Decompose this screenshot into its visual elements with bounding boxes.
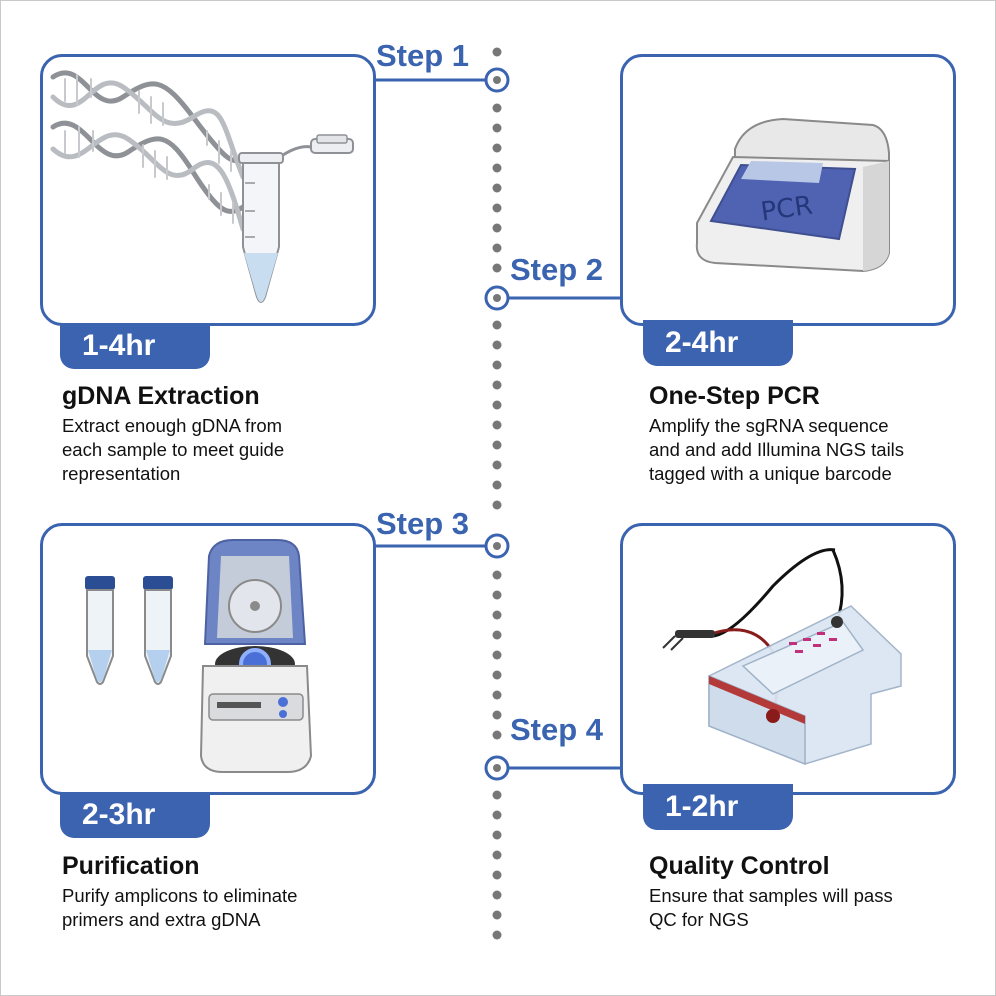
step-4-description: Ensure that samples will pass QC for NGS: [649, 885, 893, 930]
centrifuge-icon: [199, 539, 313, 773]
step-1-duration-badge: 1-4hr: [60, 323, 210, 369]
microtube-icon: [238, 134, 354, 303]
step-1-card: [40, 54, 376, 326]
pcr-machine-illustration: PCR: [695, 117, 890, 273]
step-4-title: Quality Control: [649, 852, 830, 880]
step-3-card: [40, 523, 376, 795]
step-2-title: One-Step PCR: [649, 382, 820, 410]
step-2-card: PCR: [620, 54, 956, 326]
conical-tube-icon: [143, 576, 173, 685]
step-3-description: Purify amplicons to eliminate primers an…: [62, 885, 298, 930]
gel-box-icon: [662, 548, 902, 766]
step-3-label: Step 3: [376, 506, 470, 541]
step-3-duration-badge: 2-3hr: [60, 792, 210, 838]
step-1-title: gDNA Extraction: [62, 382, 260, 410]
thermocycler-icon: PCR: [695, 117, 890, 273]
step-2-duration-badge: 2-4hr: [643, 320, 793, 366]
purification-illustration: [85, 539, 313, 773]
gel-electrophoresis-illustration: [662, 548, 902, 766]
step-1-description: Extract enough gDNA from each sample to …: [62, 415, 285, 484]
conical-tube-icon: [85, 576, 115, 685]
step-4-label: Step 4: [510, 712, 604, 747]
step-4-duration-badge: 1-2hr: [643, 784, 793, 830]
dna-tube-illustration: [50, 70, 354, 303]
step-1-label: Step 1: [376, 38, 470, 73]
pcr-display-text: PCR: [759, 191, 815, 228]
dna-helix-icon: [50, 70, 246, 232]
step-3-title: Purification: [62, 852, 200, 880]
step-4-card: [620, 523, 956, 795]
step-2-label: Step 2: [510, 252, 604, 287]
step-2-description: Amplify the sgRNA sequence and and add I…: [649, 415, 905, 484]
timeline-dots: [492, 47, 502, 940]
